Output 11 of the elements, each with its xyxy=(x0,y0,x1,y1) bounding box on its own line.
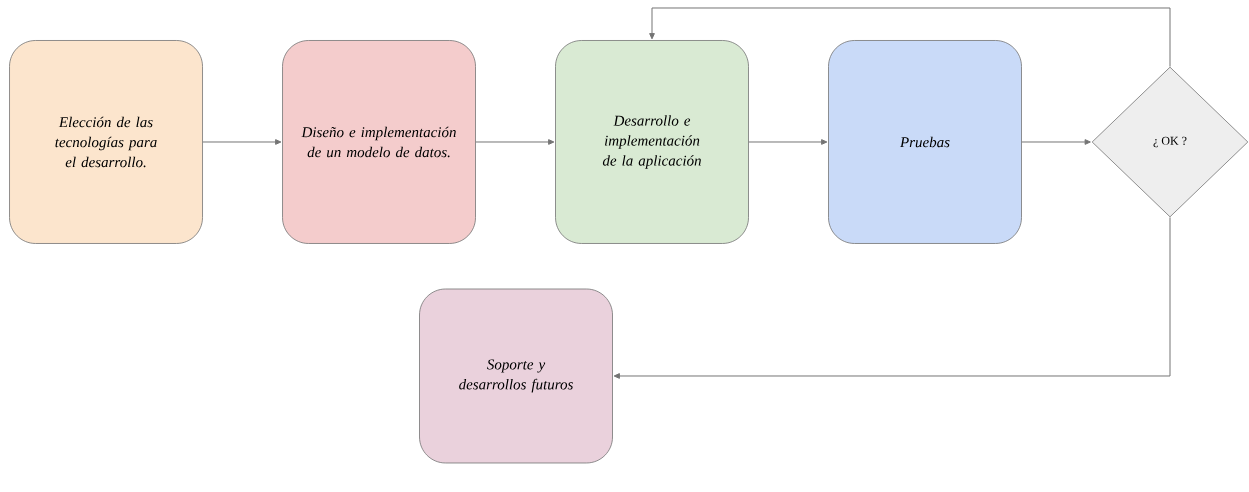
process-box: Pruebas xyxy=(828,40,1022,244)
process-box: Elección de las tecnologías para el desarrollo. xyxy=(9,40,203,244)
process-box: Diseño e implementación de un modelo de datos. xyxy=(282,40,476,244)
process-box: Desarrollo e implementación de la aplicación xyxy=(555,40,749,244)
arrow xyxy=(613,216,1171,379)
arrow xyxy=(748,139,828,145)
arrow xyxy=(649,7,1171,68)
arrow xyxy=(202,139,282,145)
arrow xyxy=(475,139,555,145)
process-box: Soporte y desarrollos futuros xyxy=(419,288,613,464)
arrow xyxy=(1021,139,1091,145)
